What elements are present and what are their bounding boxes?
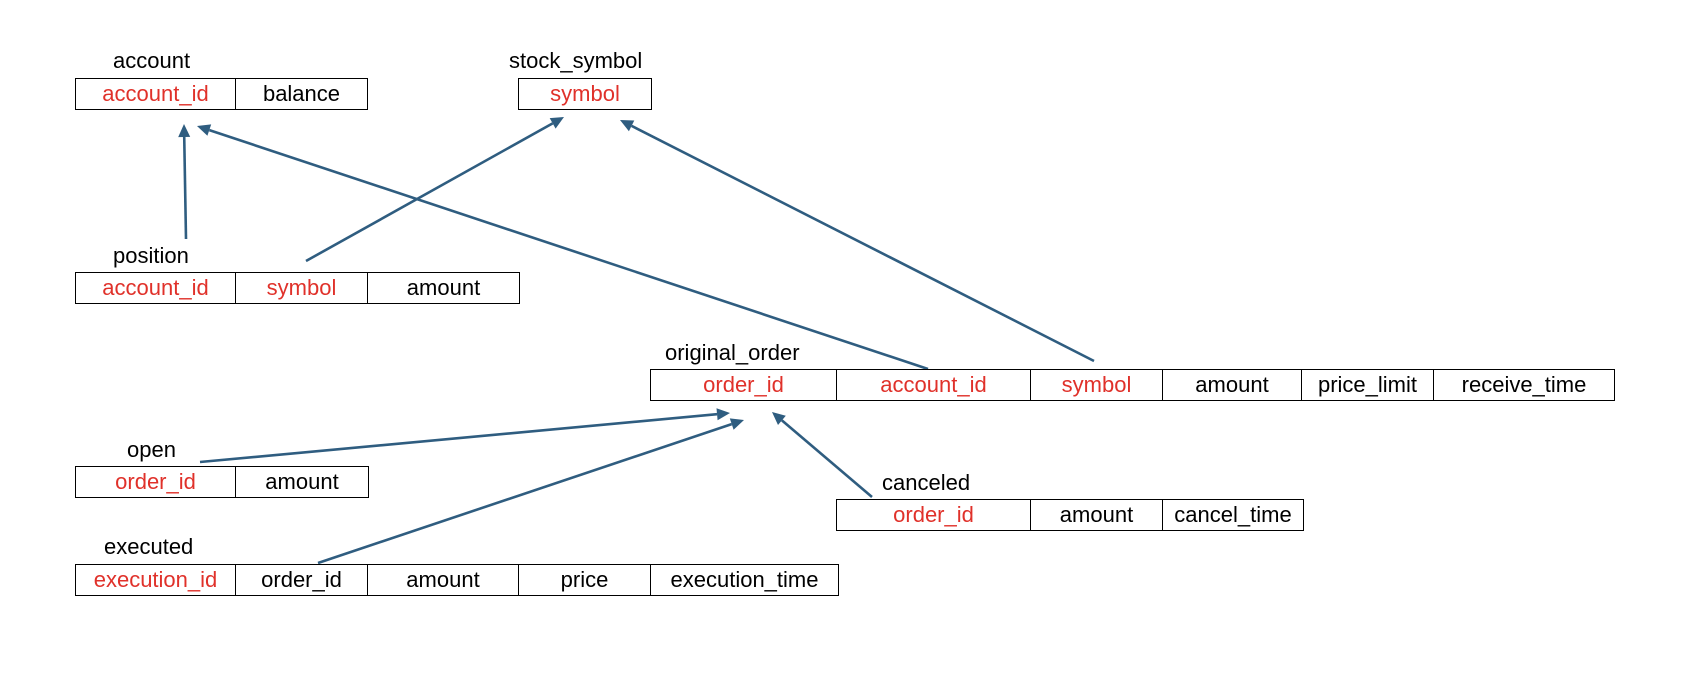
column-order-id: order_id (651, 370, 837, 400)
column-account-id: account_id (76, 79, 236, 109)
column-symbol: symbol (1031, 370, 1163, 400)
arrow-line (208, 128, 929, 371)
table-position: account_id symbol amount (75, 272, 520, 304)
table-canceled: order_id amount cancel_time (836, 499, 1304, 531)
column-amount: amount (1031, 500, 1163, 530)
column-price-limit: price_limit (1302, 370, 1434, 400)
table-open: order_id amount (75, 466, 369, 498)
table-title-stock-symbol: stock_symbol (509, 48, 643, 73)
arrowhead (178, 124, 191, 138)
table-account: account_id balance (75, 78, 368, 110)
arrow-line (305, 122, 554, 263)
arrow-line (199, 412, 718, 464)
table-title-account: account (113, 48, 191, 73)
arrow-line (317, 422, 733, 565)
relationship-arrow-6 (317, 418, 744, 565)
column-execution-time: execution_time (670, 567, 819, 592)
column-account-id: account_id (76, 273, 236, 303)
column-order-id: order_id (837, 500, 1031, 530)
column-amount: amount (265, 469, 339, 494)
column-amount: amount (368, 565, 519, 595)
column-symbol: symbol (550, 81, 620, 106)
arrowhead (772, 412, 786, 425)
column-amount: amount (1163, 370, 1302, 400)
table-original-order: order_id account_id symbol amount price_… (650, 369, 1615, 401)
arrow-line (781, 419, 873, 498)
arrowhead (729, 418, 744, 430)
arrowhead (716, 408, 730, 421)
column-amount: amount (406, 275, 481, 300)
arrow-line (182, 136, 188, 240)
relationship-arrow-2 (305, 117, 564, 263)
table-title-original-order: original_order (665, 340, 800, 365)
column-symbol: symbol (236, 273, 368, 303)
column-account-id: account_id (837, 370, 1031, 400)
table-title-canceled: canceled (882, 470, 971, 495)
relationship-arrow-3 (197, 124, 929, 371)
column-order-id: order_id (76, 467, 236, 497)
relationship-arrow-5 (199, 408, 730, 464)
column-execution-id: execution_id (76, 565, 236, 595)
column-receive-time: receive_time (1461, 372, 1587, 397)
column-price: price (519, 565, 651, 595)
column-balance: balance (262, 81, 341, 106)
arrowhead (549, 117, 564, 129)
table-executed: execution_id order_id amount price execu… (75, 564, 839, 596)
relationship-arrow-4 (620, 120, 1095, 363)
column-cancel-time: cancel_time (1174, 502, 1292, 527)
relationship-arrow-7 (772, 412, 873, 498)
arrowhead (197, 124, 212, 136)
table-title-position: position (113, 243, 189, 268)
column-order-id: order_id (236, 565, 368, 595)
relationship-arrow-1 (178, 124, 191, 240)
arrow-line (630, 124, 1095, 363)
table-title-executed: executed (104, 534, 194, 559)
arrowhead (620, 120, 635, 132)
table-stock-symbol: symbol (518, 78, 652, 110)
table-title-open: open (127, 437, 176, 462)
